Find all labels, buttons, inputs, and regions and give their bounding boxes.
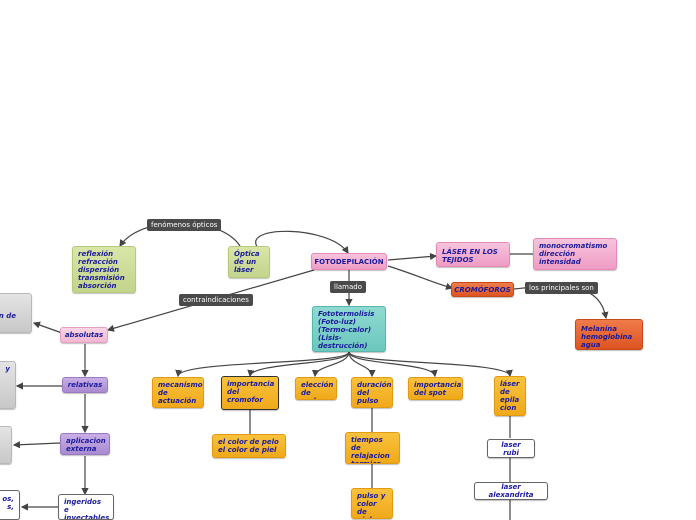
- importancia-spot-node[interactable]: importancia del spot: [408, 377, 463, 400]
- cromoforos-node[interactable]: CROMÓFOROS: [451, 282, 514, 297]
- ingeridos-node[interactable]: ingeridos e inyectables: [58, 494, 114, 520]
- principales-label: los principales son: [525, 282, 598, 294]
- mecanismo-node[interactable]: mecanismo de actuación: [152, 377, 204, 408]
- laser-tejidos-node[interactable]: LÁSER EN LOS TEJIDOS: [436, 242, 510, 267]
- left-cut-node-1[interactable]: ón de: [0, 293, 32, 333]
- fototermolisis-node[interactable]: Fototermolisis (Foto-luz) (Termo-calor) …: [312, 306, 386, 352]
- absolutas-node[interactable]: absolutas: [60, 327, 108, 343]
- monocromatismo-node[interactable]: monocromatismo dirección intensidad: [533, 238, 617, 270]
- left-cut-node-2[interactable]: y: [0, 361, 16, 409]
- relativas-node[interactable]: relativas: [62, 377, 108, 393]
- reflexion-node[interactable]: reflexión refracción dispersión transmis…: [72, 246, 136, 293]
- contraindicaciones-label: contraindicaciones: [179, 294, 253, 306]
- left-cut-node-3[interactable]: [0, 426, 12, 464]
- laser-epilacion-node[interactable]: láser de epila cion: [494, 376, 526, 416]
- color-pelo-node[interactable]: el color de pelo el color de piel: [212, 434, 286, 458]
- llamado-label: llamado: [330, 281, 367, 293]
- laser-alexandrita-node[interactable]: laser alexandrita: [474, 482, 548, 500]
- duracion-node[interactable]: duración del pulso: [351, 377, 393, 408]
- importancia-cromofor-node[interactable]: importancia del cromofor: [221, 376, 279, 410]
- left-cut-node-4[interactable]: os, s,: [0, 490, 20, 520]
- pulso-color-node[interactable]: pulso y color de piel: [351, 488, 393, 519]
- laser-rubi-node[interactable]: laser rubi: [487, 439, 535, 458]
- aplicacion-node[interactable]: aplicacion externa: [60, 433, 110, 455]
- fenomenos-label: fenómenos ópticos: [147, 219, 222, 231]
- melanina-node[interactable]: Melanina hemoglobina agua: [575, 319, 643, 350]
- tiempos-node[interactable]: tiempos de relajacion termica: [345, 432, 400, 464]
- fotodepilacion-node[interactable]: FOTODEPILACIÓN: [311, 253, 387, 270]
- eleccion-node[interactable]: elección de onda: [295, 377, 337, 400]
- optica-node[interactable]: Óptica de un láser: [228, 246, 270, 278]
